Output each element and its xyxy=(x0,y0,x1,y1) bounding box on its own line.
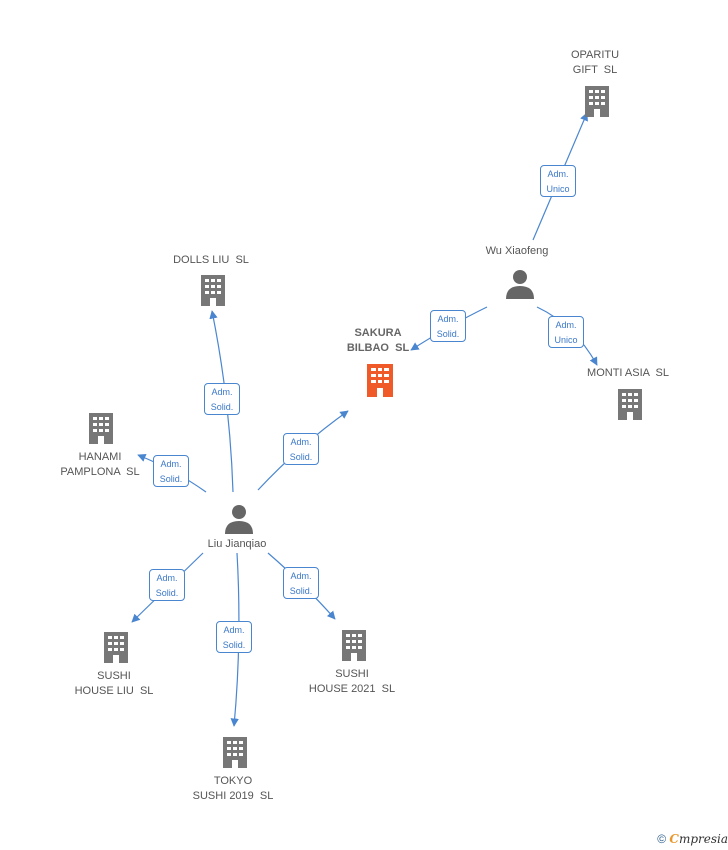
company-building-icon[interactable] xyxy=(221,735,249,769)
person-label-wu-xiaofeng[interactable]: Wu Xiaofeng xyxy=(485,245,549,257)
company-building-icon[interactable] xyxy=(102,630,130,664)
footer-watermark: © Cmpresia xyxy=(657,832,728,846)
edge-label-liu-hanami: Adm. Solid. xyxy=(153,455,189,487)
edge-label-liu-sushi-liu: Adm. Solid. xyxy=(149,569,185,601)
main-company-building-icon[interactable] xyxy=(365,362,395,398)
company-building-icon[interactable] xyxy=(583,84,611,118)
person-icon[interactable] xyxy=(224,503,254,535)
company-label-oparitu[interactable]: OPARITU GIFT SL xyxy=(570,49,620,76)
person-icon[interactable] xyxy=(505,268,535,300)
person-label-liu-jianqiao[interactable]: Liu Jianqiao xyxy=(207,538,267,550)
copyright-icon: © xyxy=(657,832,667,846)
company-building-icon[interactable] xyxy=(616,387,644,421)
company-label-sakura-bilbao[interactable]: SAKURA BILBAO SL xyxy=(346,327,410,354)
brand-logo: Cmpresia xyxy=(669,832,728,846)
company-label-sushi-house-liu[interactable]: SUSHI HOUSE LIU SL xyxy=(74,670,154,697)
edge-label-liu-dolls: Adm. Solid. xyxy=(204,383,240,415)
edge-label-wu-oparitu: Adm. Unico xyxy=(540,165,576,197)
company-label-dolls-liu[interactable]: DOLLS LIU SL xyxy=(173,254,249,266)
company-label-monti-asia[interactable]: MONTI ASIA SL xyxy=(587,367,669,379)
company-label-hanami-pamplona[interactable]: HANAMI PAMPLONA SL xyxy=(60,451,140,478)
edge-label-liu-sakura: Adm. Solid. xyxy=(283,433,319,465)
company-building-icon[interactable] xyxy=(87,411,115,445)
company-building-icon[interactable] xyxy=(199,273,227,307)
company-label-sushi-house-2021[interactable]: SUSHI HOUSE 2021 SL xyxy=(308,668,396,695)
edge-label-liu-tokyo: Adm. Solid. xyxy=(216,621,252,653)
company-label-tokyo-sushi-2019[interactable]: TOKYO SUSHI 2019 SL xyxy=(192,775,274,802)
edge-label-wu-sakura: Adm. Solid. xyxy=(430,310,466,342)
company-building-icon[interactable] xyxy=(340,628,368,662)
edge-label-liu-sushi-2021: Adm. Solid. xyxy=(283,567,319,599)
edge-label-wu-monti: Adm. Unico xyxy=(548,316,584,348)
